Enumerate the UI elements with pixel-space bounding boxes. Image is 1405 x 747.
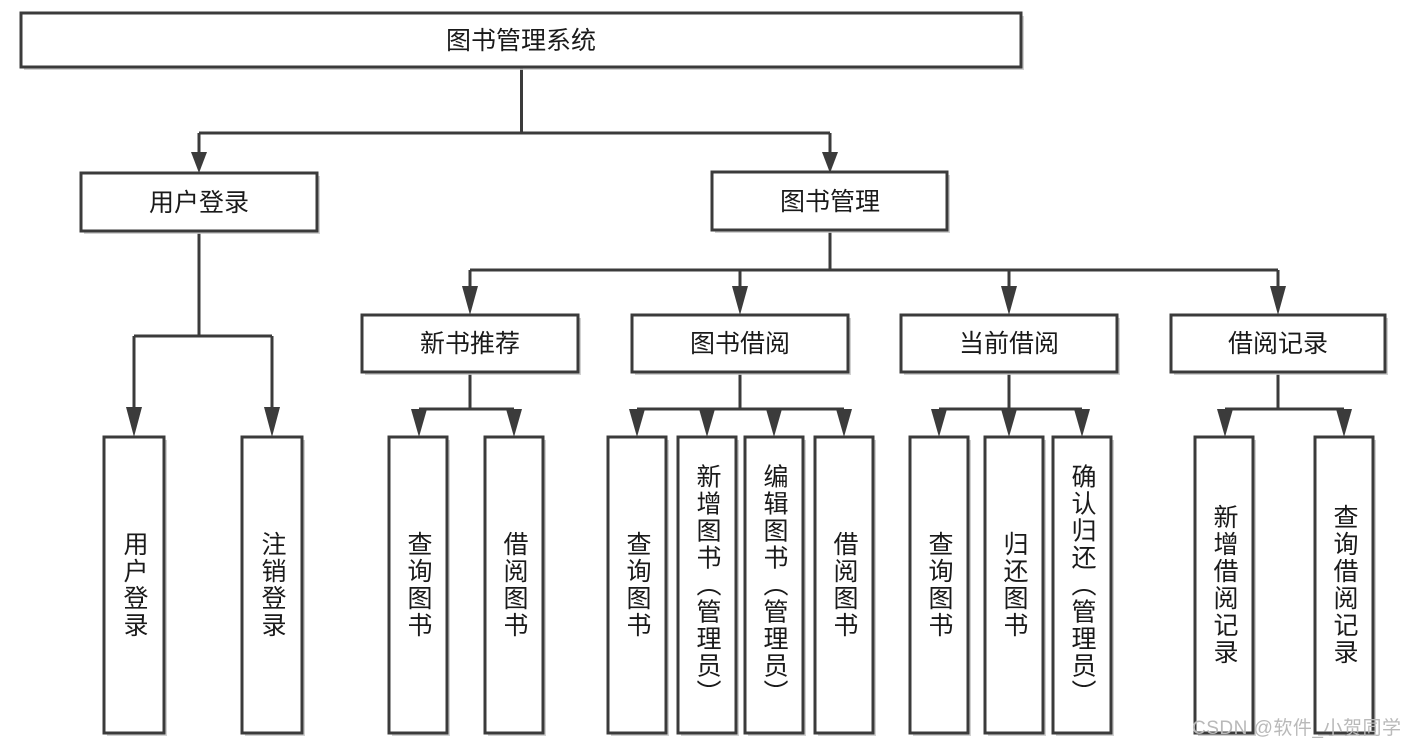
arrow-head-book-borrow (732, 286, 748, 315)
new-book-recommend-box (360, 313, 580, 374)
leaf-add-book-label: 新增图书（管理员） (693, 464, 722, 707)
node-new-book-recommend[interactable]: 新书推荐 (360, 313, 581, 375)
arrow-head-leaf-borrow-book-1 (506, 409, 522, 437)
leaf-return-book-box (983, 435, 1045, 735)
new-book-recommend-label: 新书推荐 (420, 330, 520, 358)
leaf-return-book-label: 归还图书 (1000, 531, 1029, 639)
arrow-head-leaf-add-book (699, 409, 715, 437)
node-leaf-query-book-3[interactable]: 查询图书 (908, 435, 971, 736)
root-box (19, 11, 1023, 69)
arrow-head-leaf-add-record (1217, 409, 1233, 437)
leaf-add-book-box (676, 435, 738, 735)
node-leaf-return-book[interactable]: 归还图书 (983, 435, 1046, 736)
leaf-borrow-book-2-label: 借阅图书 (830, 531, 859, 639)
node-leaf-query-book-2[interactable]: 查询图书 (606, 435, 669, 736)
arrow-head-leaf-query-book-3 (931, 409, 947, 437)
node-leaf-borrow-book-1[interactable]: 借阅图书 (483, 435, 546, 736)
node-leaf-edit-book[interactable]: 编辑图书（管理员） (743, 435, 806, 736)
arrow-head-current-borrow (1001, 286, 1017, 315)
leaf-add-record-box (1193, 435, 1255, 735)
leaf-query-book-2-label: 查询图书 (623, 531, 652, 639)
leaf-confirm-return-label: 确认归还（管理员） (1068, 464, 1097, 707)
arrow-head-borrow-record (1270, 286, 1286, 315)
leaf-borrow-book-2-box (813, 435, 875, 735)
leaf-query-book-3-label: 查询图书 (925, 531, 954, 639)
leaf-query-book-3-box (908, 435, 970, 735)
borrow-record-label: 借阅记录 (1228, 330, 1328, 358)
book-management-box (710, 170, 949, 232)
leaf-query-book-1-label: 查询图书 (404, 531, 433, 639)
book-borrow-label: 图书借阅 (690, 330, 790, 358)
node-leaf-user-login[interactable]: 用户登录 (102, 435, 167, 736)
node-user-login[interactable]: 用户登录 (79, 171, 320, 234)
user-login-label: 用户登录 (149, 189, 249, 217)
leaf-edit-book-box (743, 435, 805, 735)
node-leaf-add-record[interactable]: 新增借阅记录 (1193, 435, 1256, 736)
borrow-record-box (1169, 313, 1387, 374)
node-leaf-query-book-1[interactable]: 查询图书 (387, 435, 450, 736)
leaf-query-record-label: 查询借阅记录 (1330, 504, 1359, 666)
node-book-management[interactable]: 图书管理 (710, 170, 950, 233)
arrow-head-user-login (191, 152, 207, 173)
arrow-head-leaf-query-record (1336, 409, 1352, 437)
leaf-add-record-label: 新增借阅记录 (1210, 504, 1239, 666)
leaf-confirm-return-box (1051, 435, 1113, 735)
leaf-query-record-box (1313, 435, 1375, 735)
arrow-head-leaf-confirm-return (1074, 409, 1090, 437)
book-borrow-box (630, 313, 850, 374)
arrow-head-new-book-recommend (462, 286, 478, 315)
node-leaf-user-logout[interactable]: 注销登录 (240, 435, 305, 736)
arrow-head-leaf-query-book-2 (629, 409, 645, 437)
arrow-head-leaf-edit-book (766, 409, 782, 437)
arrow-head-leaf-user-logout (264, 407, 280, 437)
user-login-box (79, 171, 319, 233)
arrow-head-book-management (822, 152, 838, 173)
leaf-borrow-book-1-box (483, 435, 545, 735)
leaf-query-book-2-box (606, 435, 668, 735)
current-borrow-box (899, 313, 1119, 374)
node-current-borrow[interactable]: 当前借阅 (899, 313, 1120, 375)
leaf-user-logout-box (240, 435, 304, 735)
current-borrow-label: 当前借阅 (959, 330, 1059, 358)
node-leaf-add-book[interactable]: 新增图书（管理员） (676, 435, 739, 736)
arrow-head-leaf-return-book (1001, 409, 1017, 437)
leaf-user-login-label: 用户登录 (120, 531, 149, 639)
node-leaf-query-record[interactable]: 查询借阅记录 (1313, 435, 1376, 736)
node-book-borrow[interactable]: 图书借阅 (630, 313, 851, 375)
node-leaf-confirm-return[interactable]: 确认归还（管理员） (1051, 435, 1114, 736)
arrow-head-leaf-query-book-1 (411, 409, 427, 437)
arrow-head-leaf-borrow-book-2 (836, 409, 852, 437)
arrow-head-leaf-user-login (126, 407, 142, 437)
node-root[interactable]: 图书管理系统 (19, 11, 1024, 70)
book-management-label: 图书管理 (780, 188, 880, 216)
leaf-query-book-1-box (387, 435, 449, 735)
watermark-text: CSDN @软件_小贺同学 (1192, 717, 1401, 739)
node-borrow-record[interactable]: 借阅记录 (1169, 313, 1388, 375)
leaf-borrow-book-1-label: 借阅图书 (500, 531, 529, 639)
leaf-user-login-box (102, 435, 166, 735)
node-leaf-borrow-book-2[interactable]: 借阅图书 (813, 435, 876, 736)
root-label: 图书管理系统 (446, 27, 596, 55)
edges-layer (126, 68, 1352, 437)
leaf-user-logout-label: 注销登录 (258, 531, 287, 639)
leaf-edit-book-label: 编辑图书（管理员） (760, 464, 789, 707)
